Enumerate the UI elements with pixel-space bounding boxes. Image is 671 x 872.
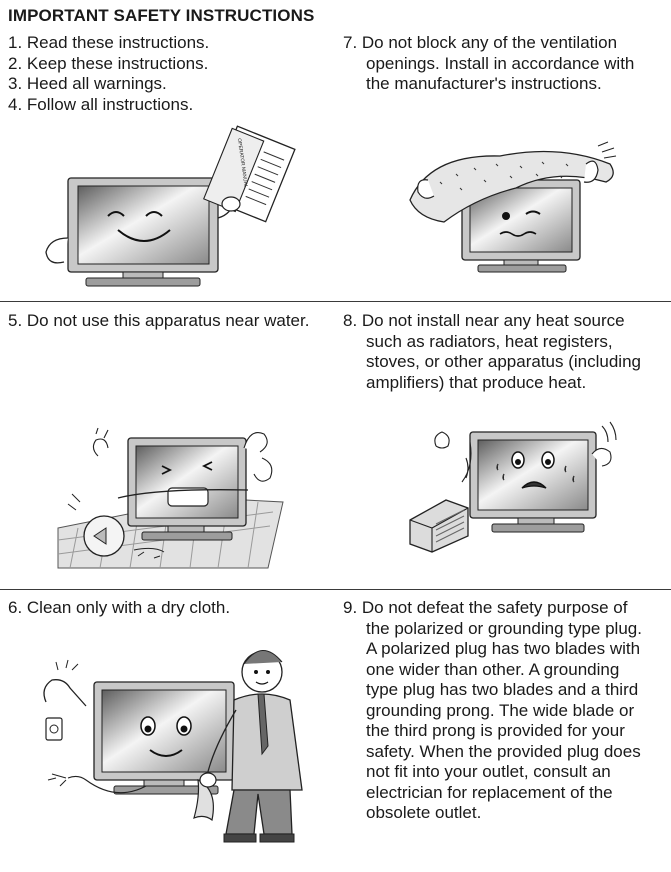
instruction-9: 9. Do not defeat the safety purpose of t… bbox=[343, 598, 642, 824]
instruction-9-line-7: the third prong is provided for your bbox=[366, 721, 625, 740]
instruction-6-line-1: 6. Clean only with a dry cloth. bbox=[8, 598, 231, 617]
instruction-9-line-2: the polarized or grounding type plug. bbox=[366, 618, 642, 638]
instruction-8-line-1: 8. Do not install near any heat source bbox=[343, 311, 625, 330]
instruction-9-line-8: safety. When the provided plug does bbox=[366, 741, 641, 761]
instruction-6: 6. Clean only with a dry cloth. bbox=[8, 598, 230, 619]
instruction-9-line-4: one wider than other. A grounding bbox=[366, 659, 620, 679]
instruction-9-line-9: not fit into your outlet, consult an bbox=[366, 762, 611, 781]
instruction-9-line-1: 9. Do not defeat the safety purpose of bbox=[343, 598, 628, 617]
instruction-9-line-5: type plug has two blades and a third bbox=[366, 680, 639, 699]
instruction-7-line-1: 7. Do not block any of the ventilation bbox=[343, 33, 618, 52]
instruction-9-line-3: A polarized plug has two blades with bbox=[366, 639, 641, 658]
instruction-5: 5. Do not use this apparatus near water. bbox=[8, 311, 309, 332]
page-title: IMPORTANT SAFETY INSTRUCTIONS bbox=[8, 6, 315, 25]
instruction-9-line-11: obsolete outlet. bbox=[366, 803, 482, 822]
instruction-8-line-2: such as radiators, heat registers, bbox=[366, 331, 613, 351]
instruction-8-line-4: amplifiers) that produce heat. bbox=[366, 372, 587, 392]
instruction-3: 3. Heed all warnings. bbox=[8, 74, 167, 93]
instruction-7: 7. Do not block any of the ventilation o… bbox=[343, 33, 634, 95]
instruction-1: 1. Read these instructions. bbox=[8, 33, 210, 52]
tv-near-heater-illustration bbox=[406, 420, 626, 570]
tv-cleaning-illustration bbox=[38, 630, 308, 850]
instruction-9-line-10: electrician for replacement of the bbox=[366, 782, 613, 802]
section-divider-1 bbox=[0, 301, 671, 302]
tv-blocked-vents-illustration bbox=[400, 142, 625, 284]
tv-reading-manual-illustration: OPERATOR MANUAL bbox=[38, 126, 300, 288]
instruction-8-line-3: stoves, or other apparatus (including bbox=[366, 352, 641, 371]
instruction-9-line-6: grounding prong. The wide blade or bbox=[366, 700, 635, 720]
instruction-5-line-1: 5. Do not use this apparatus near water. bbox=[8, 311, 310, 330]
instruction-7-line-3: the manufacturer's instructions. bbox=[366, 74, 602, 93]
instruction-2: 2. Keep these instructions. bbox=[8, 53, 209, 73]
instructions-1-4: 1. Read these instructions. 2. Keep thes… bbox=[8, 33, 209, 115]
section-divider-2 bbox=[0, 589, 671, 590]
tv-near-water-illustration bbox=[58, 428, 283, 570]
instruction-4: 4. Follow all instructions. bbox=[8, 94, 194, 114]
instruction-8: 8. Do not install near any heat source s… bbox=[343, 311, 641, 393]
instruction-7-line-2: openings. Install in accordance with bbox=[366, 53, 635, 73]
